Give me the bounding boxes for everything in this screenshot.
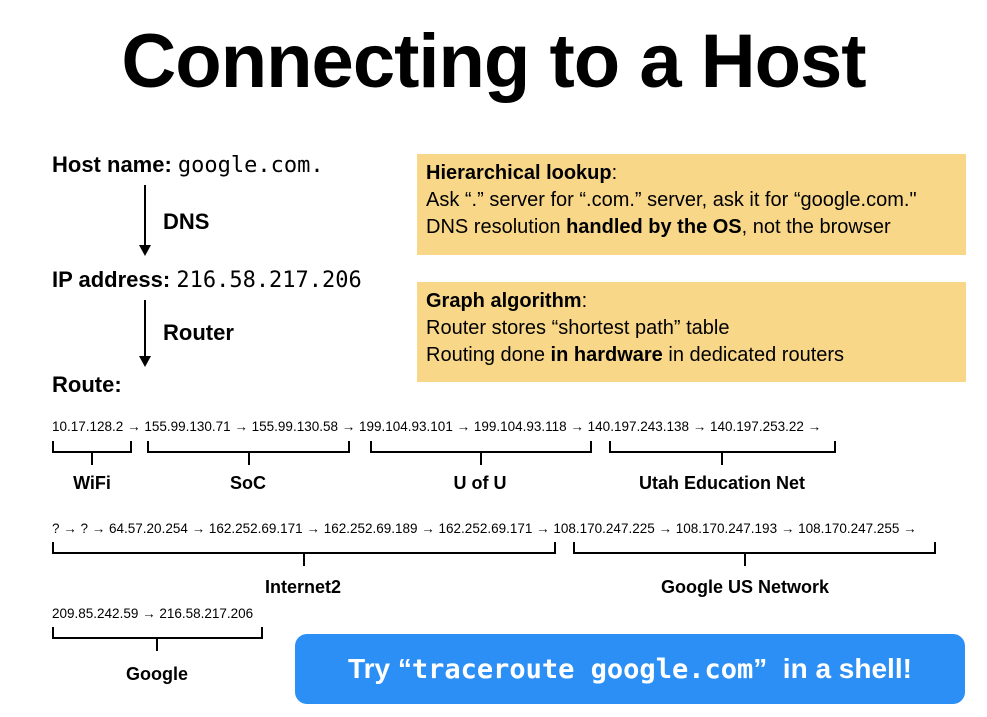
wifi-bracket [52, 441, 132, 453]
segment-google: Google [126, 664, 188, 684]
host-name-value: google.com. [177, 153, 324, 178]
dns-info-box: Hierarchical lookup: Ask “.” server for … [417, 154, 966, 255]
route-hops-row-2: ? → ? → 64.57.20.254 → 162.252.69.171 → … [52, 521, 917, 536]
route-label: Route: [52, 372, 122, 397]
slide-title: Connecting to a Host [121, 19, 866, 104]
uofu-bracket [370, 441, 592, 453]
dns-box-line-3-post: , not the browser [741, 216, 891, 238]
segment-google-us-network: Google US Network [660, 577, 830, 597]
callout-command: traceroute google.com [411, 653, 754, 685]
uen-bracket [609, 441, 836, 453]
router-box-line-3-post: in dedicated routers [662, 344, 845, 366]
internet2-bracket [52, 542, 556, 554]
dns-box-heading-colon: : [611, 162, 618, 184]
traceroute-callout: Try “traceroute google.com” in a shell! [295, 634, 965, 704]
router-info-box: Graph algorithm: Router stores “shortest… [417, 282, 966, 382]
router-box-line-3: Routing done in hardware in dedicated ro… [426, 342, 957, 369]
google-us-bracket [573, 542, 936, 554]
callout-prefix: Try “ [348, 653, 412, 684]
route-hops-row-1: 10.17.128.2 → 155.99.130.71 → 155.99.130… [52, 419, 822, 434]
router-label: Router [163, 320, 234, 345]
router-box-heading: Graph algorithm [426, 290, 582, 312]
google-bracket-stem [156, 639, 158, 651]
segment-utah-education-net: Utah Education Net [638, 473, 805, 493]
soc-bracket-stem [248, 453, 250, 465]
router-arrow-head [139, 356, 151, 367]
segment-soc: SoC [230, 473, 266, 493]
dns-arrow-head [139, 245, 151, 256]
uen-bracket-stem [721, 453, 723, 465]
ip-address-value: 216.58.217.206 [176, 268, 362, 293]
dns-arrow-shaft [144, 185, 146, 247]
uofu-bracket-stem [480, 453, 482, 465]
google-bracket [52, 627, 263, 639]
segment-internet2: Internet2 [264, 577, 342, 597]
ip-address-label: IP address: [52, 267, 171, 292]
callout-suffix: ” in a shell! [753, 653, 912, 684]
host-name-label: Host name: [52, 152, 172, 177]
dns-box-line-2: Ask “.” server for “.com.” server, ask i… [426, 189, 917, 211]
segment-wifi: WiFi [73, 473, 111, 493]
router-box-line-2: Router stores “shortest path” table [426, 317, 730, 339]
router-box-line-3-pre: Routing done [426, 344, 551, 366]
ip-address-row: IP address: 216.58.217.206 [52, 267, 362, 293]
dns-box-line-3-bold: handled by the OS [566, 216, 742, 238]
dns-box-heading: Hierarchical lookup [426, 162, 612, 184]
segment-uofu: U of U [453, 473, 507, 493]
internet2-bracket-stem [303, 554, 305, 566]
route-hops-row-3: 209.85.242.59 → 216.58.217.206 [52, 606, 254, 621]
dns-label: DNS [163, 209, 210, 234]
soc-bracket [147, 441, 350, 453]
dns-box-line-3-pre: DNS resolution [426, 216, 567, 238]
google-us-bracket-stem [744, 554, 746, 566]
router-arrow-shaft [144, 300, 146, 358]
wifi-bracket-stem [91, 453, 93, 465]
host-name-row: Host name: google.com. [52, 152, 324, 178]
router-box-line-3-bold: in hardware [550, 344, 663, 366]
dns-box-line-3: DNS resolution handled by the OS, not th… [426, 214, 957, 241]
router-box-heading-colon: : [581, 290, 588, 312]
